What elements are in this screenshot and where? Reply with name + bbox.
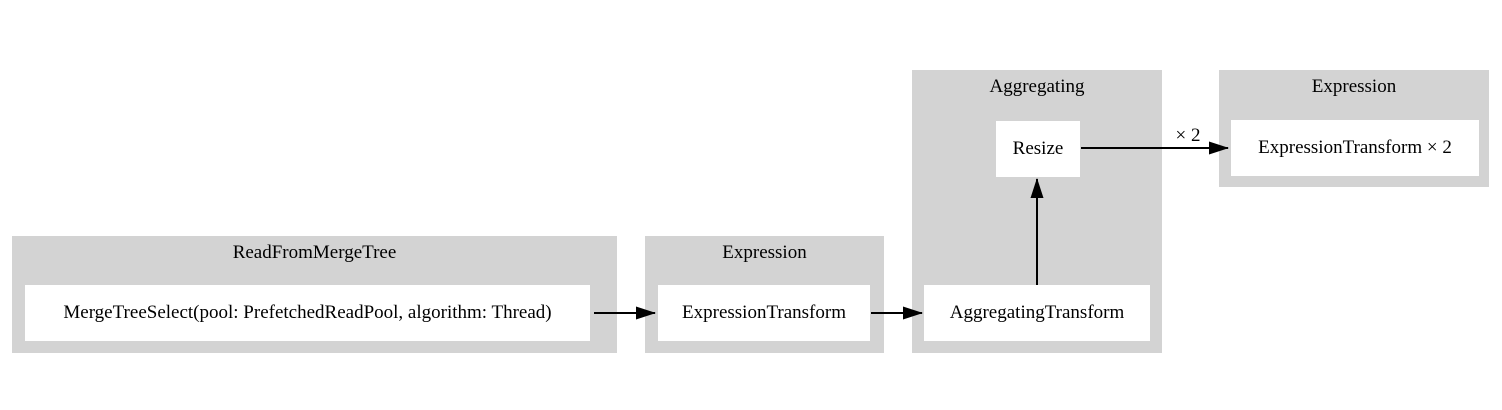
cluster-read-from-merge-tree: ReadFromMergeTree MergeTreeSelect(pool: …: [12, 236, 617, 353]
cluster-expression-1: Expression ExpressionTransform: [645, 236, 884, 353]
cluster-expression-2: Expression ExpressionTransform × 2: [1219, 70, 1489, 187]
edge-multiplicity-label: × 2: [1175, 125, 1201, 146]
node-label: MergeTreeSelect(pool: PrefetchedReadPool…: [63, 302, 552, 323]
cluster-title: Aggregating: [989, 76, 1085, 97]
cluster-title: Expression: [1311, 76, 1397, 97]
node-label: AggregatingTransform: [949, 302, 1125, 323]
node-label: Resize: [1012, 138, 1064, 159]
node-aggregatingtransform: AggregatingTransform: [924, 285, 1150, 341]
node-label: ExpressionTransform: [682, 302, 846, 323]
node-resize: Resize: [996, 121, 1080, 177]
node-label: ExpressionTransform × 2: [1258, 137, 1452, 158]
node-mergetreeselect: MergeTreeSelect(pool: PrefetchedReadPool…: [25, 285, 590, 341]
cluster-aggregating: Aggregating Resize AggregatingTransform: [912, 70, 1162, 353]
cluster-title: ReadFromMergeTree: [232, 242, 397, 263]
node-expressiontransform: ExpressionTransform: [658, 285, 870, 341]
cluster-title: Expression: [722, 242, 807, 263]
node-expressiontransform-x2: ExpressionTransform × 2: [1231, 120, 1479, 176]
